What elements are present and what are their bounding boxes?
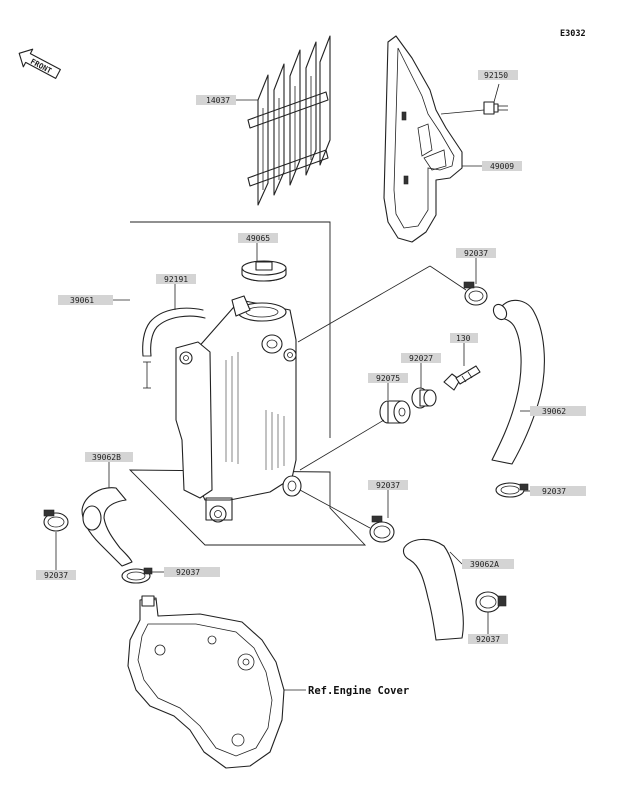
leader-lines <box>55 83 530 691</box>
hose-clamp-left <box>43 509 69 532</box>
front-arrow-icon: FRONT <box>18 48 61 79</box>
svg-text:39062A: 39062A <box>470 560 499 569</box>
svg-text:92037: 92037 <box>476 635 500 644</box>
label-clamp-upper: 92037 <box>456 248 496 258</box>
svg-text:92037: 92037 <box>376 481 400 490</box>
label-grommet-small: 92027 <box>401 353 441 363</box>
grommet-small <box>411 387 437 409</box>
svg-text:92037: 92037 <box>464 249 488 258</box>
reference-engine-cover: Ref.Engine Cover <box>308 685 409 697</box>
svg-text:14037: 14037 <box>206 96 230 105</box>
radiator <box>175 295 302 523</box>
svg-text:92150: 92150 <box>484 71 508 80</box>
label-shroud: 49009 <box>482 161 522 171</box>
svg-text:92027: 92027 <box>409 354 433 363</box>
left-hose <box>81 487 133 567</box>
label-lower-hose: 39062A <box>462 559 514 569</box>
hose-clamp-left-lower <box>121 567 153 584</box>
radiator-guard <box>247 35 331 206</box>
svg-text:92191: 92191 <box>164 275 188 284</box>
upper-right-hose <box>491 299 545 465</box>
svg-text:92037: 92037 <box>542 487 566 496</box>
svg-text:39062: 39062 <box>542 407 566 416</box>
svg-text:130: 130 <box>456 334 471 343</box>
label-clamp-left-lower: 92037 <box>164 567 220 577</box>
svg-text:39061: 39061 <box>70 296 94 305</box>
radiator-cap <box>241 260 287 282</box>
grommet-large <box>379 400 411 424</box>
label-grommet-large: 92075 <box>368 373 408 383</box>
svg-text:49009: 49009 <box>490 162 514 171</box>
svg-text:49065: 49065 <box>246 234 270 243</box>
label-bolt-130: 130 <box>450 333 478 343</box>
bolt-130 <box>443 365 481 391</box>
lower-hose <box>402 538 464 641</box>
diagram-code: E3032 <box>560 29 586 39</box>
svg-text:39062B: 39062B <box>92 453 121 462</box>
hose-clamp-right <box>495 482 529 498</box>
overflow-hose <box>142 307 206 389</box>
hose-clamp-lower-right <box>475 591 507 613</box>
svg-text:92075: 92075 <box>376 374 400 383</box>
label-overflow-hose: 92191 <box>156 274 196 284</box>
hose-clamp-center <box>369 515 395 543</box>
label-radiator: 39061 <box>58 295 113 305</box>
label-left-hose: 39062B <box>85 452 133 462</box>
label-clamp-center: 92037 <box>368 480 408 490</box>
radiator-shroud <box>383 35 463 243</box>
label-upper-right-hose: 39062 <box>530 406 586 416</box>
label-radiator-guard: 14037 <box>196 95 236 105</box>
svg-text:92037: 92037 <box>44 571 68 580</box>
part-labels: 14037 92150 49009 49065 92191 39061 9203… <box>36 70 586 644</box>
hose-clamp-upper <box>463 281 488 306</box>
svg-text:92037: 92037 <box>176 568 200 577</box>
label-clamp-left: 92037 <box>36 570 76 580</box>
engine-cover <box>127 595 285 769</box>
label-radiator-cap: 49065 <box>238 233 278 243</box>
label-clamp-lower-right: 92037 <box>468 634 508 644</box>
guard-bolt <box>483 101 508 115</box>
assembly-frame <box>128 221 367 546</box>
label-clamp-right: 92037 <box>530 486 586 496</box>
label-guard-bolt: 92150 <box>478 70 518 80</box>
